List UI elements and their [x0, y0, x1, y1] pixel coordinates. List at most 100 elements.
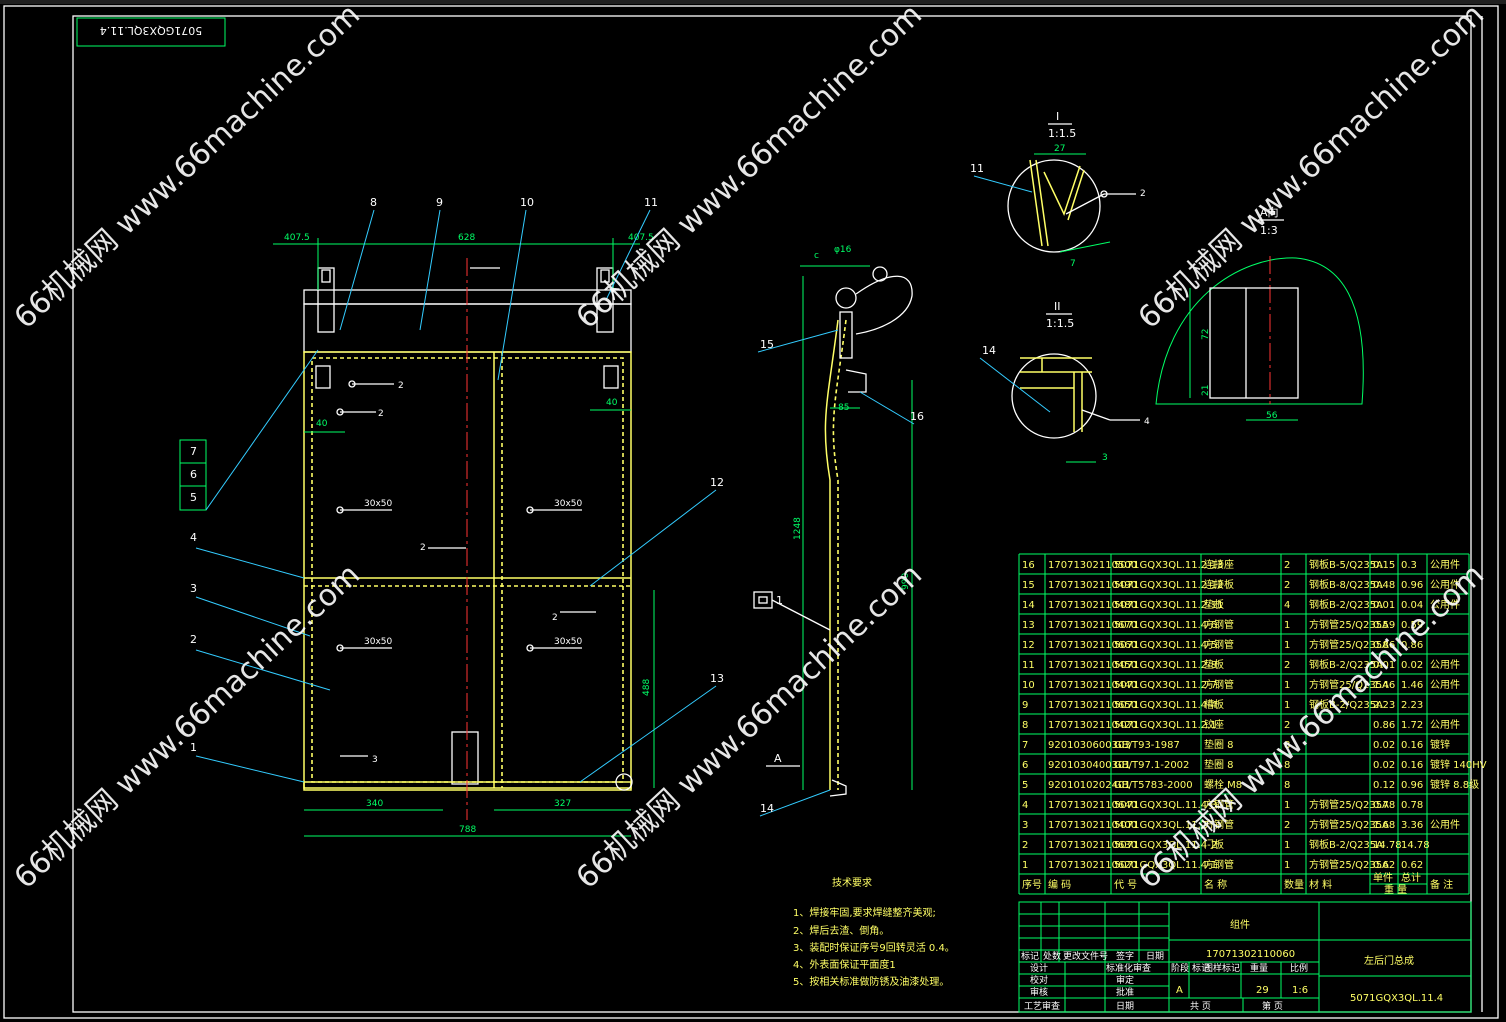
bom-cell-r10-c1: 9201030400301 [1048, 760, 1131, 771]
rev-h-3: 签字 [1116, 950, 1134, 962]
side-callout-14: 14 [760, 802, 774, 815]
bom-cell-r10-c4: 8 [1284, 760, 1290, 771]
callout-11: 11 [644, 196, 658, 209]
bom-cell-r5-c7: 0.02 [1401, 660, 1423, 671]
detail-A-dim-56: 56 [1266, 411, 1278, 421]
bom-cell-r3-c3: 方钢管 [1204, 618, 1234, 631]
bom-cell-r4-c2: 5071GQX3QL.11.4-5 [1114, 640, 1217, 651]
bom-cell-r7-c5: 钢板B-2/Q235A [1309, 698, 1383, 711]
detail-I-label: I [1056, 110, 1059, 123]
bom-cell-r15-c6: 0.62 [1373, 860, 1395, 871]
dim-40a: 40 [316, 419, 328, 429]
bom-cell-r2-c8: 公用件 [1430, 599, 1460, 611]
bom-cell-r2-c3: 垫板 [1204, 598, 1224, 611]
watermark-1: 66机械网 www.66machine.com [8, 0, 367, 336]
bom-cell-r10-c2: GB/T97.1-2002 [1114, 760, 1189, 771]
callout-1: 1 [190, 741, 197, 754]
bom-cell-r4-c6: 0.86 [1373, 640, 1395, 651]
hinge-left-pin [321, 269, 331, 283]
bom-cell-r15-c0: 1 [1022, 860, 1028, 871]
bom-header-5: 材 料 [1309, 878, 1332, 891]
side-hinge-circle [835, 287, 857, 309]
weld-label-4: 30x50 [364, 637, 393, 647]
bom-cell-r13-c8: 公用件 [1430, 819, 1460, 831]
bom-cell-r2-c0: 14 [1022, 600, 1035, 611]
bom-header-4: 数量 [1284, 878, 1304, 891]
bom-cell-r3-c5: 方钢管25/Q235A [1309, 618, 1389, 631]
bom-cell-r1-c7: 0.96 [1401, 580, 1423, 591]
bom-cell-r12-c7: 0.78 [1401, 800, 1423, 811]
bom-cell-r4-c4: 1 [1284, 640, 1290, 651]
title-sheet-total: 共 页 [1190, 1001, 1211, 1012]
weld-label-9: 2 [552, 613, 558, 623]
bom-cell-r8-c6: 0.86 [1373, 720, 1395, 731]
bom-cell-r5-c2: 5071GQX3QL.11.2-8 [1114, 660, 1217, 671]
bom-cell-r1-c2: 5071GQX3QL.11.2-12 [1114, 580, 1224, 591]
rev-h-1: 处数 [1043, 950, 1061, 962]
detail-I-weld: 2 [1140, 189, 1146, 199]
detail-II-dim: 3 [1102, 453, 1108, 463]
weld-label-7: 30x50 [554, 637, 583, 647]
bom-cell-r14-c3: 门板 [1204, 838, 1224, 851]
tech-requirements: 技术要求 1、焊接牢固,要求焊缝整齐美观; 2、焊后去渣、倒角。 3、装配时保证… [793, 876, 955, 988]
bom-cell-r15-c3: 方钢管 [1204, 858, 1234, 871]
title-stage: A [1176, 985, 1183, 996]
bom-header-6: 单件 [1373, 872, 1393, 884]
title-block: 标记 处数 更改文件号 签字 日期 设计 校对 审核 工艺审查 标准化审查 审定… [1018, 901, 1472, 1013]
side-view: 1248 990 φ16 c 85 15 16 1 14 A [753, 245, 924, 817]
bom-cell-r5-c6: 0.01 [1373, 660, 1395, 671]
bom-cell-r4-c0: 12 [1022, 640, 1035, 651]
dim-bottom-left: 340 [366, 799, 383, 809]
side-section-A: A [774, 752, 782, 765]
bom-cell-r6-c6: 1.46 [1373, 680, 1395, 691]
attr-h-1: 标记 [1192, 962, 1210, 974]
bom-cell-r0-c2: 5071GQX3QL.11.2-13 [1114, 560, 1224, 571]
hinge-right-pin [600, 269, 610, 283]
bom-cell-r6-c7: 1.46 [1401, 680, 1423, 691]
bom-cell-r14-c6: 14.78 [1373, 840, 1402, 851]
bom-cell-r8-c4: 2 [1284, 720, 1290, 731]
bom-cell-r11-c6: 0.12 [1373, 780, 1395, 791]
bom-cell-r6-c0: 10 [1022, 680, 1035, 691]
bom-cell-r10-c8: 镀锌 140HV [1430, 758, 1487, 771]
bom-cell-r15-c5: 方钢管25/Q235A [1309, 858, 1389, 871]
callout-2: 2 [190, 633, 197, 646]
bom-cell-r2-c4: 4 [1284, 600, 1290, 611]
watermarks: 66机械网 www.66machine.com 66机械网 www.66mach… [8, 0, 1491, 896]
bom-cell-r0-c7: 0.3 [1401, 560, 1417, 571]
bom-cell-r1-c0: 15 [1022, 580, 1035, 591]
corner-circle [615, 773, 633, 791]
inner-frame [72, 15, 1472, 1013]
bom-cell-r0-c6: 0.15 [1373, 560, 1395, 571]
detail-I-dim2: 7 [1070, 259, 1076, 269]
bom-cell-r12-c1: 17071302110640 [1048, 800, 1137, 811]
detail-A-dim-21: 21 [1201, 385, 1211, 396]
detail-I: I 1:1.5 27 11 2 7 [970, 110, 1146, 269]
dim-height-488: 488 [642, 679, 652, 696]
dim-total-width: 788 [459, 825, 476, 835]
bom-cell-r14-c5: 钢板B-2/Q235A [1309, 838, 1383, 851]
bom-header-0: 序号 [1022, 878, 1042, 891]
title-category: 组件 [1230, 918, 1250, 931]
tech-req-item-1: 1、焊接牢固,要求焊缝整齐美观; [793, 906, 936, 919]
callout-4: 4 [190, 531, 197, 544]
dim-40b: 40 [606, 398, 618, 408]
bom-cell-r6-c5: 方钢管25/Q235A [1309, 678, 1389, 691]
drawing-number-stamp: 5071GQX3QL.11.4 [76, 17, 226, 47]
dim-85: 85 [838, 403, 849, 413]
detail-A-dim-72: 72 [1201, 329, 1211, 340]
callout-8: 8 [370, 196, 377, 209]
bom-header-weight: 重 量 [1384, 883, 1407, 896]
rev-h-2: 更改文件号 [1063, 950, 1108, 962]
dim-top-right: 407.5 [628, 233, 654, 243]
bom-cell-r13-c7: 3.36 [1401, 820, 1423, 831]
latch-left [315, 365, 331, 389]
bom-cell-r1-c4: 2 [1284, 580, 1290, 591]
side-callout-15: 15 [760, 338, 774, 351]
attr-h-3: 重量 [1250, 962, 1268, 974]
bom-cell-r8-c2: 5071GQX3QL.11.2.1 [1114, 720, 1217, 731]
detail-A: A向 1:3 72 21 56 [1155, 205, 1364, 421]
bom-cell-r3-c6: 0.59 [1373, 620, 1395, 631]
bom-cell-r15-c1: 17071302110620 [1048, 860, 1137, 871]
